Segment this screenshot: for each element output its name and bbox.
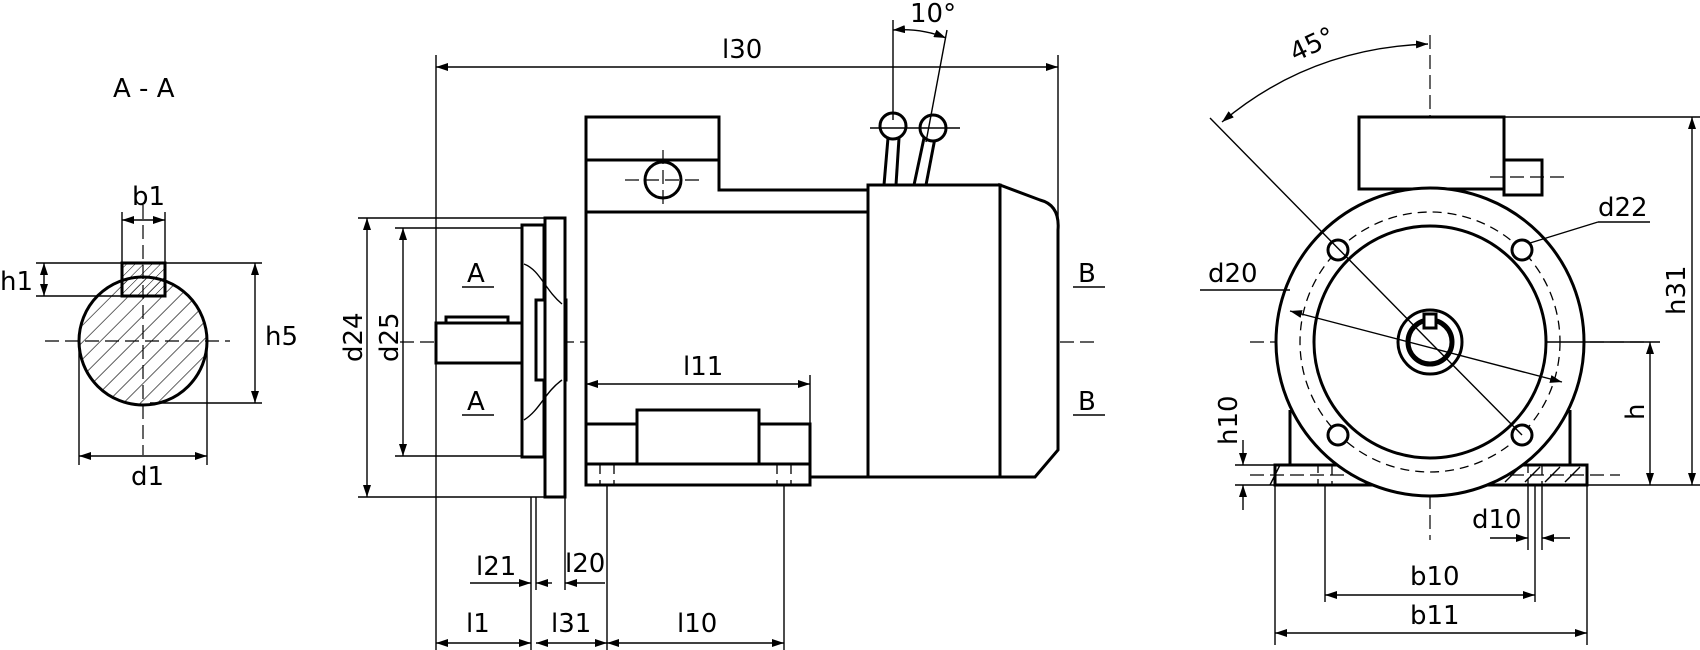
section-a-a-view: A - A b1 h1 h5 d1 (0, 74, 298, 492)
break-line-upper (523, 263, 563, 305)
section-title: A - A (113, 74, 175, 104)
dim-d24-label: d24 (339, 312, 369, 362)
dim-l21-label: l21 (476, 552, 516, 582)
dim-d22-label: d22 (1598, 193, 1648, 223)
flange-plate (543, 216, 567, 499)
dim-l31-label: l31 (551, 609, 591, 639)
section-mark-a-top: A (467, 259, 485, 289)
brake-housing (866, 183, 1002, 479)
dim-l30-label: l30 (722, 35, 762, 65)
release-lever-left (882, 137, 890, 186)
dim-d25-label: d25 (375, 312, 405, 362)
side-view: 10° l30 d24 d25 A A B B l11 (339, 0, 1105, 650)
section-mark-a-bottom: A (467, 387, 485, 417)
dim-angle-10-arc (892, 25, 947, 39)
dim-angle-45-label: 45° (1285, 22, 1339, 69)
dim-d10-label: d10 (1472, 505, 1522, 535)
mounting-foot-plate (584, 462, 812, 487)
dim-b10-label: b10 (1410, 562, 1460, 592)
dim-d1-label: d1 (131, 462, 164, 492)
bolt-hole-top-left (1326, 238, 1350, 262)
dim-h10-label: h10 (1214, 395, 1244, 445)
dim-l1-label: l1 (466, 609, 490, 639)
bolt-hole-bottom-left (1326, 423, 1350, 447)
dim-h1-label: h1 (0, 267, 33, 297)
dim-d22-leader (1529, 221, 1599, 244)
dim-l20-label: l20 (565, 549, 605, 579)
dim-h31-label: h31 (1662, 265, 1692, 315)
break-line-lower (523, 379, 563, 421)
dim-d20-line (1289, 310, 1563, 383)
end-view: 45° d22 d20 h31 h h10 d10 b10 (1200, 22, 1700, 645)
shaft-key (120, 261, 167, 298)
end-view-terminal-box (1357, 115, 1506, 191)
fan-cover (998, 182, 1060, 479)
shaft-key-side (444, 315, 510, 325)
terminal-box-cap (584, 115, 721, 162)
dim-b11-label: b11 (1410, 601, 1460, 631)
dim-angle-10-label: 10° (910, 0, 956, 29)
dim-angle-45-arc (1221, 40, 1429, 123)
dim-l11-label: l11 (683, 352, 723, 382)
end-view-shaft-key (1422, 312, 1438, 330)
dim-b1-label: b1 (132, 182, 165, 212)
mounting-foot-pad (635, 408, 761, 466)
release-lever-right (912, 137, 926, 186)
section-mark-b-bottom: B (1078, 387, 1096, 417)
section-mark-b-top: B (1078, 259, 1096, 289)
dim-h5-label: h5 (265, 322, 298, 352)
dim-l10-label: l10 (677, 609, 717, 639)
dim-d20-label: d20 (1208, 259, 1258, 289)
terminal-box-body (584, 158, 872, 214)
bolt-hole-top-right (1510, 238, 1534, 262)
dim-h-label: h (1621, 404, 1651, 420)
